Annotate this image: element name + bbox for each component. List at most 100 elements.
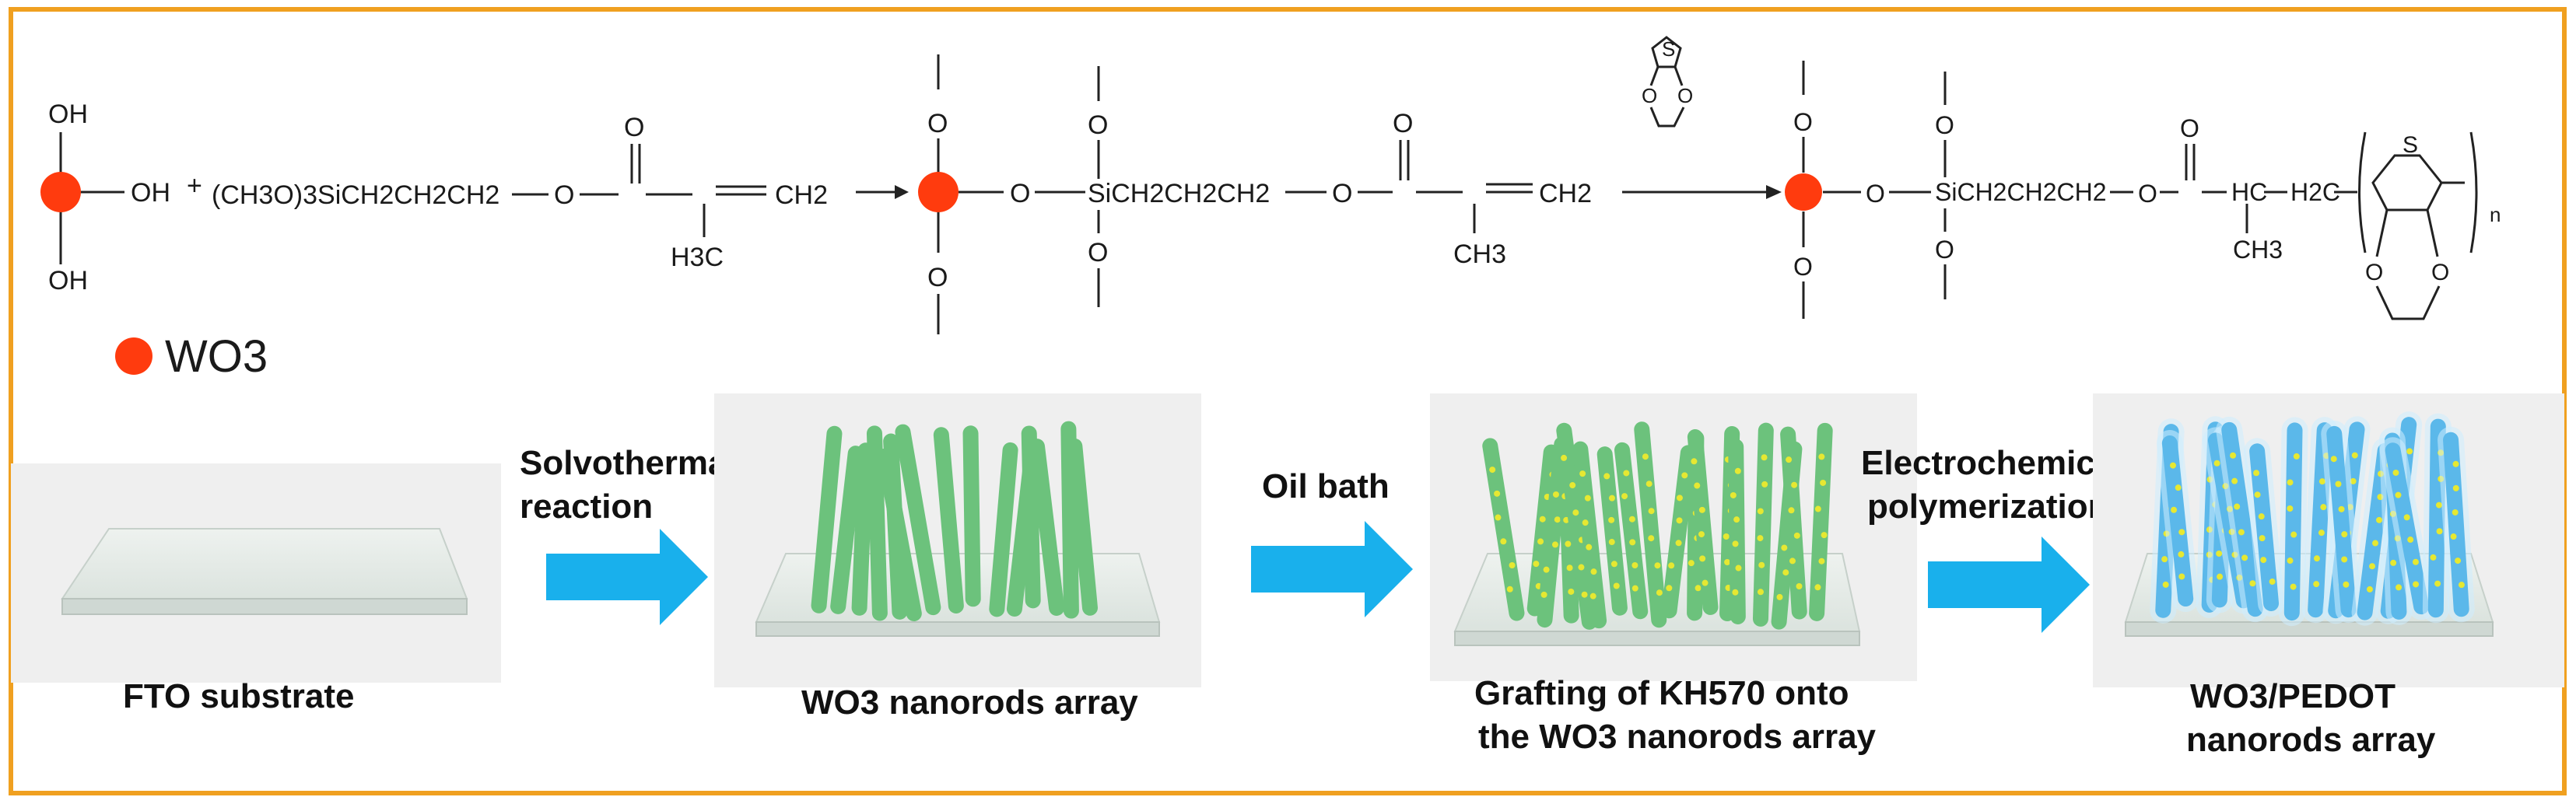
nanorod bbox=[2283, 422, 2303, 621]
arrow-1-shape bbox=[546, 529, 708, 625]
graft-dot bbox=[1691, 458, 1698, 465]
nanorod bbox=[877, 448, 922, 621]
graft-dot bbox=[1793, 532, 1800, 539]
graft-dot bbox=[2290, 583, 2297, 590]
graft-dot bbox=[2390, 559, 2397, 566]
edot-o-right-label: O bbox=[1677, 84, 1693, 107]
graft-dot bbox=[2287, 558, 2294, 565]
p3-si-chain-label: SiCH2CH2CH2 bbox=[1935, 178, 2107, 206]
p3-o-bottom-label: O bbox=[1793, 253, 1813, 281]
graft-dot bbox=[2392, 469, 2399, 476]
edot-s-label: S bbox=[1662, 37, 1675, 61]
graft-dot bbox=[1648, 508, 1655, 515]
p2-o-bottom-label: O bbox=[927, 263, 948, 292]
process-arrow-1: Solvothermal reaction bbox=[520, 444, 737, 625]
graft-dot bbox=[1676, 517, 1683, 524]
p2-si-chain-label: SiCH2CH2CH2 bbox=[1088, 179, 1270, 208]
graft-dot bbox=[2259, 535, 2266, 542]
stage4-label-line1: WO3/PEDOT bbox=[2190, 677, 2396, 715]
legend-dot bbox=[115, 337, 152, 375]
oh-top-label: OH bbox=[48, 100, 88, 129]
graft-dot bbox=[1654, 562, 1661, 569]
graft-dot bbox=[2452, 509, 2459, 516]
graft-dot bbox=[1631, 561, 1638, 568]
stage1-label: FTO substrate bbox=[123, 677, 354, 715]
graft-dot bbox=[2450, 533, 2457, 540]
graft-dot bbox=[1648, 535, 1655, 542]
p3-o-left-label: O bbox=[2365, 260, 2383, 285]
nanorod bbox=[1029, 439, 1065, 616]
p3-wo3-dot bbox=[1785, 173, 1822, 211]
graft-dot bbox=[2343, 581, 2350, 588]
plus-sign: + bbox=[187, 171, 202, 201]
graft-dot bbox=[2290, 531, 2297, 538]
graft-dot bbox=[2178, 573, 2185, 580]
nanorod bbox=[2443, 432, 2469, 617]
stage2-label: WO3 nanorods array bbox=[801, 683, 1138, 722]
nanorod bbox=[851, 442, 874, 616]
graft-dot bbox=[1814, 584, 1821, 591]
graft-dot bbox=[1540, 591, 1547, 598]
graft-dot bbox=[1509, 562, 1516, 569]
nanorod bbox=[1596, 446, 1628, 616]
p3-ch-label: HC bbox=[2231, 178, 2267, 206]
nanorod bbox=[866, 425, 888, 621]
p3-si-o-top-label: O bbox=[1935, 111, 1954, 139]
graft-dot bbox=[1642, 453, 1649, 460]
nanorod bbox=[1614, 442, 1649, 620]
graft-dot bbox=[2413, 581, 2420, 588]
stage3-label-line1: Grafting of KH570 onto bbox=[1474, 674, 1849, 712]
oh-bottom-label: OH bbox=[48, 266, 88, 295]
graft-dot bbox=[1610, 561, 1617, 568]
graft-dot bbox=[2455, 558, 2462, 565]
nanorod bbox=[1809, 422, 1833, 621]
graft-dot bbox=[1584, 495, 1591, 502]
p3-methyl-label: CH3 bbox=[2233, 236, 2283, 264]
p2-o-top-label: O bbox=[927, 109, 948, 138]
process-arrow-3: Electrochemical polymerization bbox=[1861, 444, 2124, 633]
graft-dot bbox=[1494, 490, 1501, 497]
graft-dot bbox=[2313, 581, 2320, 588]
p2-ester-o-label: O bbox=[1332, 179, 1352, 208]
graft-dot bbox=[2338, 505, 2345, 512]
stage3-label-line2: the WO3 nanorods array bbox=[1478, 718, 1877, 756]
graft-dot bbox=[2254, 491, 2261, 498]
arrow-1-label-line1: Solvothermal bbox=[520, 444, 737, 482]
arrow-2-label: Oil bath bbox=[1262, 467, 1390, 505]
graft-dot bbox=[1628, 516, 1635, 523]
nanorod bbox=[1687, 429, 1719, 615]
graft-dot bbox=[1788, 507, 1795, 514]
nanorod bbox=[830, 446, 864, 614]
kh570-grafted-product: O O O O SiCH2CH2CH2 O O O CH2 bbox=[918, 54, 1592, 334]
graft-dot bbox=[1645, 481, 1652, 488]
graft-dot bbox=[2258, 513, 2265, 520]
arrow-3-label-line1: Electrochemical bbox=[1861, 444, 2124, 482]
graft-dot bbox=[1629, 539, 1636, 546]
pedot-nanorods-group bbox=[2150, 411, 2475, 627]
graft-dot bbox=[2231, 477, 2238, 484]
p2-carbonyl-o-label: O bbox=[1393, 109, 1413, 138]
graft-dot bbox=[2217, 573, 2224, 580]
p3-ester-o-label: O bbox=[2138, 180, 2157, 208]
nanorod bbox=[962, 425, 981, 607]
graft-dot bbox=[2396, 584, 2403, 591]
graft-dot bbox=[2175, 484, 2182, 491]
graft-dot bbox=[1820, 479, 1827, 486]
carbonyl-oxygen-label: O bbox=[624, 113, 644, 142]
graft-dot bbox=[2318, 530, 2325, 537]
graft-dot bbox=[2436, 528, 2443, 535]
graft-dot bbox=[1668, 562, 1675, 569]
graft-dot bbox=[2366, 586, 2373, 593]
graft-dot bbox=[2241, 554, 2248, 561]
graft-dot bbox=[1568, 588, 1575, 595]
p2-si-o-top-label: O bbox=[1088, 110, 1108, 140]
reaction-scheme: OH OH OH + (CH3O)3SiCH2CH2CH2 O O CH2 H3… bbox=[40, 36, 2501, 382]
graft-dot bbox=[2369, 563, 2376, 570]
graft-dot bbox=[1566, 565, 1573, 572]
graft-dot bbox=[1761, 454, 1768, 461]
graft-dot bbox=[2253, 470, 2260, 477]
nanorod bbox=[1526, 444, 1559, 617]
graft-dot bbox=[1791, 481, 1798, 488]
graft-dot bbox=[1533, 561, 1540, 568]
reaction-arrow-2 bbox=[1622, 185, 1782, 199]
